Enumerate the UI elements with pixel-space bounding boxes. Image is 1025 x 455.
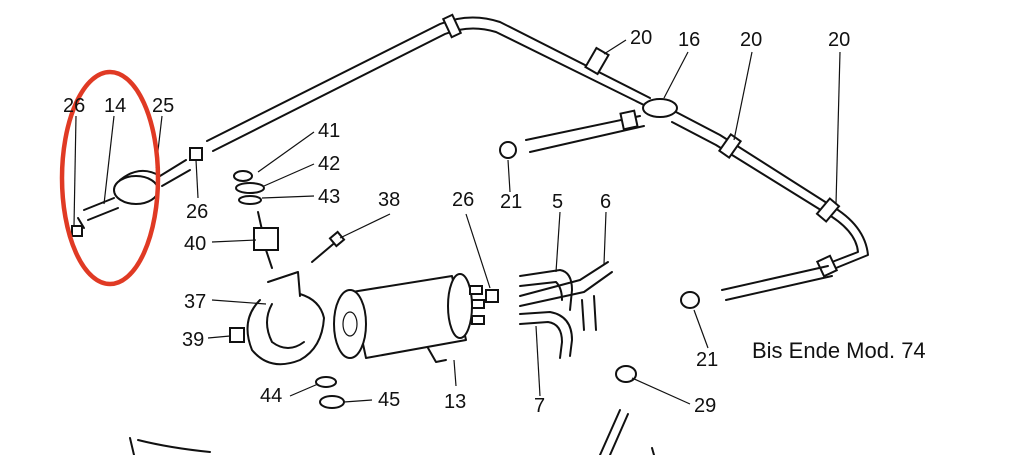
label-13: 13 [444, 391, 466, 413]
label-20: 20 [630, 27, 652, 49]
partial-part [129, 437, 211, 455]
mount-stack [233, 170, 279, 269]
label-38: 38 [378, 189, 400, 211]
upper-hose [206, 13, 651, 152]
label-26: 26 [452, 189, 474, 211]
bracket-37 [246, 271, 325, 366]
model-note: Bis Ende Mod. 74 [752, 338, 926, 363]
label-41: 41 [318, 120, 340, 142]
label-29: 29 [694, 395, 716, 417]
clamp-29 [615, 365, 637, 383]
clamp-26-pump [485, 289, 499, 303]
fuel-pump-13 [333, 273, 485, 363]
label-42: 42 [318, 153, 340, 175]
nut-39 [229, 327, 245, 343]
hose-14-assembly [71, 159, 191, 237]
label-45: 45 [378, 389, 400, 411]
lower-hose [599, 409, 629, 455]
label-21: 21 [500, 191, 522, 213]
highlight-circle [59, 69, 161, 287]
label-39: 39 [182, 329, 204, 351]
cap-21-upper [499, 141, 517, 159]
label-20: 20 [828, 29, 850, 51]
label-26: 26 [63, 95, 85, 117]
label-37: 37 [184, 291, 206, 313]
label-20: 20 [740, 29, 762, 51]
label-7: 7 [534, 395, 545, 417]
label-6: 6 [600, 191, 611, 213]
lower-fitting [651, 447, 655, 455]
hoses-5-6-7 [519, 261, 613, 359]
label-21: 21 [696, 349, 718, 371]
clamp-26 [189, 147, 203, 161]
label-43: 43 [318, 186, 340, 208]
washer-44 [315, 376, 337, 388]
t-junction [525, 98, 869, 301]
label-16: 16 [678, 29, 700, 51]
label-25: 25 [152, 95, 174, 117]
cap-21-lower [680, 291, 700, 309]
label-26: 26 [186, 201, 208, 223]
label-14: 14 [104, 95, 126, 117]
nut-45 [319, 395, 345, 409]
label-44: 44 [260, 385, 282, 407]
leader-lines [73, 39, 841, 405]
label-5: 5 [552, 191, 563, 213]
label-40: 40 [184, 233, 206, 255]
